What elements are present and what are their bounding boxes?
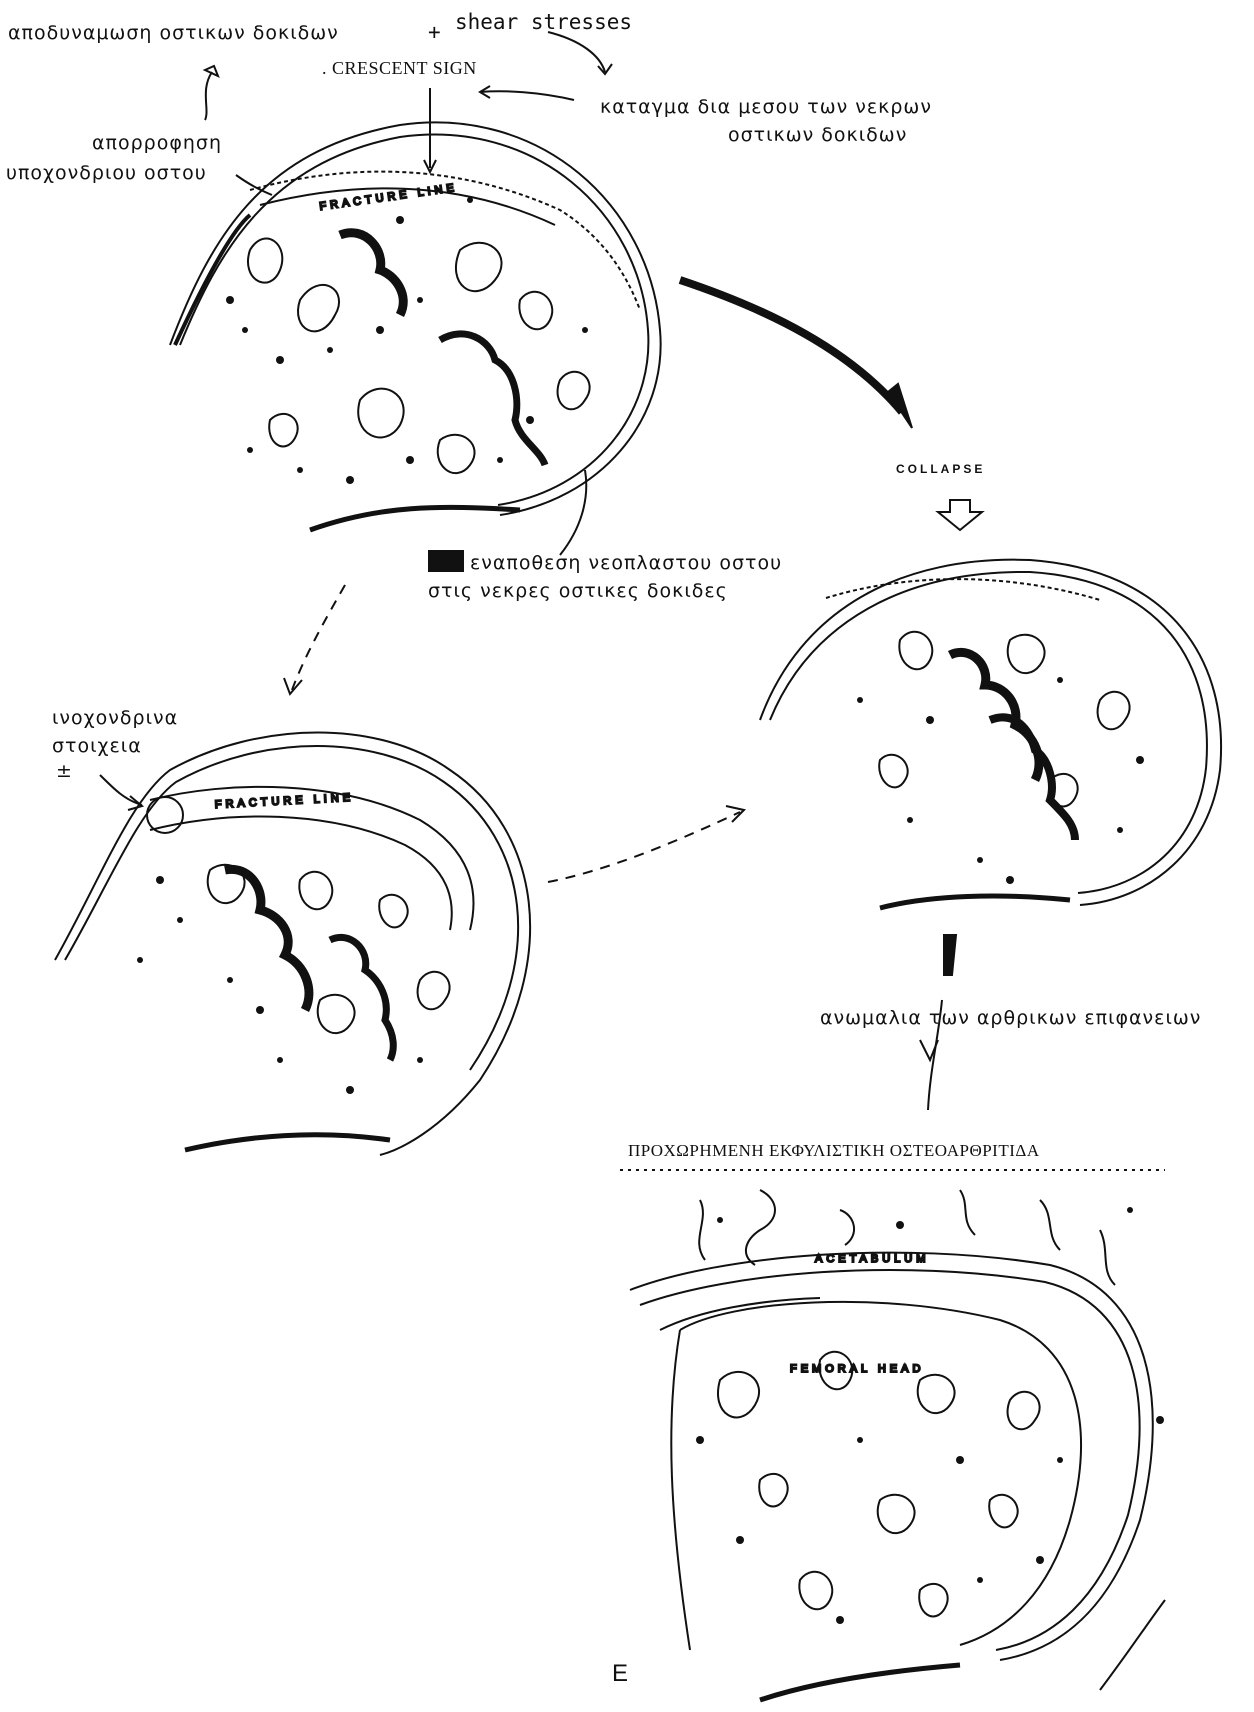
down-arrow-to-oa	[928, 1000, 942, 1110]
inner-acetabulum: ACETABULUM	[815, 1253, 929, 1265]
femoral-head-middle-left: FRACTURE LINE	[55, 733, 530, 1156]
collapse-arrow	[938, 500, 982, 530]
femoral-head-collapsed	[760, 560, 1221, 908]
arrow-to-collapse	[680, 280, 902, 412]
inner-femoral-head: FEMORAL HEAD	[790, 1363, 924, 1375]
advanced-oa-panel: ACETABULUM FEMORAL HEAD	[620, 1170, 1165, 1700]
down-arrow-bar	[944, 935, 956, 975]
inner-fracture-line-middle: FRACTURE LINE	[215, 792, 355, 811]
arrow-resorption-up	[205, 72, 212, 120]
dashed-arrow-right	[548, 812, 740, 882]
arrow-shear	[548, 32, 605, 72]
femoral-head-top: FRACTURE LINE	[170, 122, 661, 530]
inner-fracture-line-top: FRACTURE LINE	[319, 182, 459, 213]
dashed-arrow-down	[292, 585, 345, 690]
arrow-to-crescent	[480, 91, 574, 100]
